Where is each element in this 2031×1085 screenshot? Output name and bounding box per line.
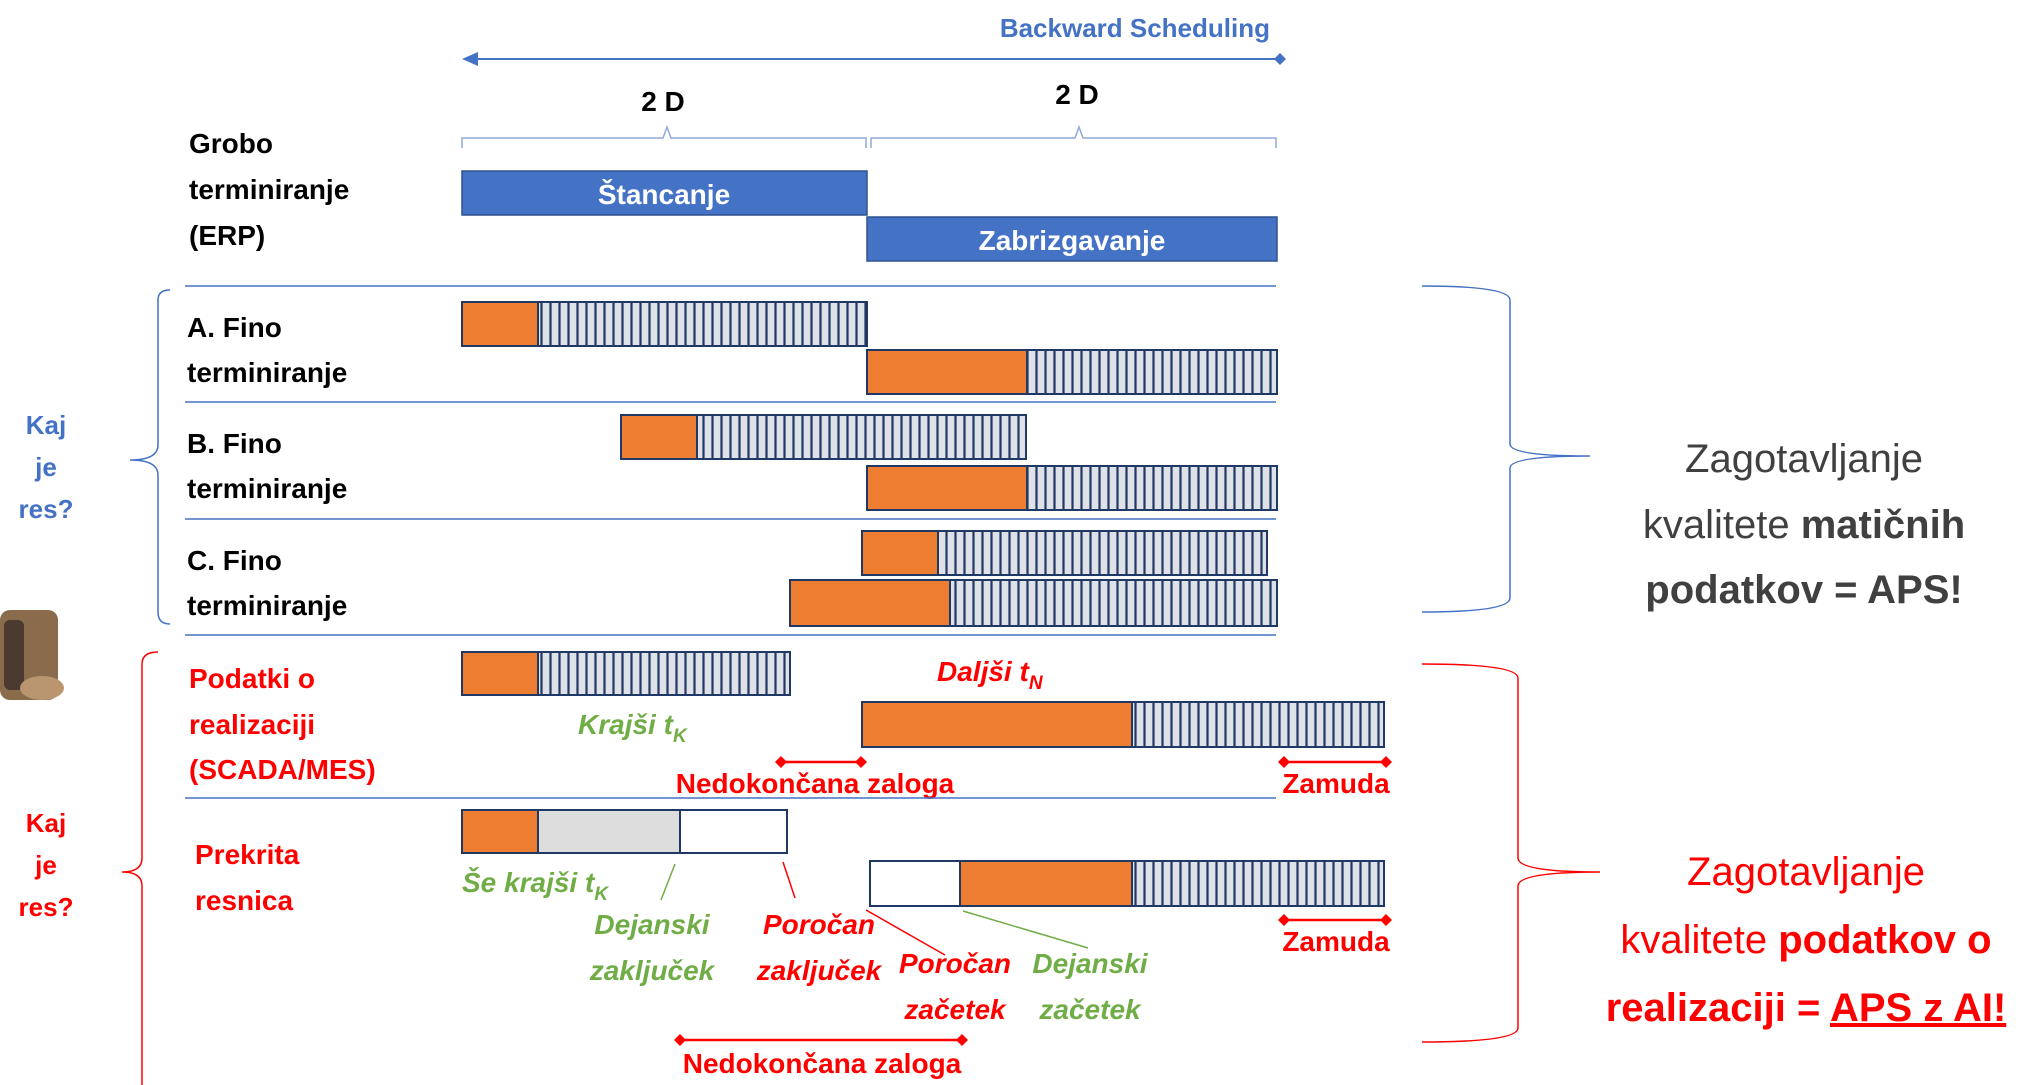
rough-scheduling-label-1: Grobo <box>189 128 273 159</box>
realization-label-1: Podatki o <box>189 663 315 694</box>
actual-finish-label-1: Dejanski <box>594 909 710 940</box>
realization-wip-arrow <box>775 756 867 768</box>
realization-delay-label: Zamuda <box>1282 768 1390 799</box>
lower-question-line-1: Kaj <box>26 808 66 838</box>
fine-a-bar-2 <box>866 349 1278 395</box>
upper-right-brace <box>1421 285 1591 613</box>
hidden-bar-1 <box>461 809 788 854</box>
lower-question-line-2: je <box>34 850 57 880</box>
duration-braces <box>461 124 1277 148</box>
injection-bar <box>866 216 1278 262</box>
realization-wip-label: Nedokončana zaloga <box>676 768 955 799</box>
rough-scheduling-label-2: terminiranje <box>189 174 349 205</box>
actual-start-label-1: Dejanski <box>1032 948 1148 979</box>
duration-right-label: 2 D <box>1055 79 1099 110</box>
upper-question-line-3: res? <box>19 494 74 524</box>
realization-bar-1 <box>461 651 791 696</box>
injection-label: Zabrizgavanje <box>979 225 1166 256</box>
master-data-quality-line-1: Zagotavljanje <box>1685 437 1923 481</box>
upper-left-brace <box>129 289 171 625</box>
actual-start-label-2: začetek <box>1038 994 1142 1025</box>
realization-quality-line-3: realizaciji = APS z AI! <box>1606 986 2007 1030</box>
lower-right-brace <box>1421 663 1601 1043</box>
fine-b-bar-2 <box>866 465 1278 511</box>
upper-question-line-2: je <box>34 452 57 482</box>
backward-scheduling-label: Backward Scheduling <box>1000 13 1270 43</box>
stamping-bar <box>461 170 868 216</box>
fine-c-bar-2 <box>789 579 1278 627</box>
reported-start-label-1: Poročan <box>899 948 1011 979</box>
hidden-bar-2 <box>869 860 1385 907</box>
reported-finish-label-1: Poročan <box>763 909 875 940</box>
fine-c-label-1: C. Fino <box>187 545 282 576</box>
actual-finish-label-2: zaključek <box>589 955 716 986</box>
fine-separators <box>185 285 1276 636</box>
master-data-quality-line-2: kvalitete matičnih <box>1643 503 1965 547</box>
hidden-wip-label: Nedokončana zaloga <box>683 1048 962 1079</box>
realization-bar-2 <box>861 701 1385 748</box>
fine-b-bar-1 <box>620 414 1027 460</box>
hidden-delay-label: Zamuda <box>1282 926 1390 957</box>
shorter-tk-label: Krajši tK <box>578 709 688 747</box>
fine-a-label-2: terminiranje <box>187 357 347 388</box>
longer-tn-label: Daljši tN <box>937 656 1044 694</box>
hidden-delay-arrow <box>1278 914 1392 926</box>
rough-scheduling-label-3: (ERP) <box>189 220 265 251</box>
lower-left-brace <box>121 651 159 1085</box>
stamping-label: Štancanje <box>598 178 730 210</box>
hidden-truth-label-1: Prekrita <box>195 839 300 870</box>
reported-start-label-2: začetek <box>903 994 1007 1025</box>
realization-delay-arrow <box>1278 756 1392 768</box>
realization-quality-line-2: kvalitete podatkov o <box>1620 918 1991 962</box>
lower-question-line-3: res? <box>19 892 74 922</box>
duration-left-label: 2 D <box>641 86 685 117</box>
hidden-wip-arrow <box>674 1034 968 1046</box>
fine-b-label-1: B. Fino <box>187 428 282 459</box>
upper-question-line-1: Kaj <box>26 410 66 440</box>
pointer-lines <box>660 861 1089 956</box>
realization-label-2: realizaciji <box>189 709 315 740</box>
fine-a-bar-1 <box>461 301 868 347</box>
realization-quality-line-1: Zagotavljanje <box>1687 850 1925 894</box>
fine-a-label-1: A. Fino <box>187 312 282 343</box>
fine-c-label-2: terminiranje <box>187 590 347 621</box>
hidden-truth-label-2: resnica <box>195 885 293 916</box>
reported-finish-label-2: zaključek <box>756 955 883 986</box>
hand-photo <box>0 610 64 700</box>
fine-c-bar-1 <box>861 530 1268 576</box>
even-shorter-tk-label: Še krajši tK <box>462 866 609 905</box>
backward-scheduling-arrow <box>462 52 1286 66</box>
master-data-quality-line-3: podatkov = APS! <box>1645 568 1962 612</box>
realization-label-3: (SCADA/MES) <box>189 754 376 785</box>
fine-b-label-2: terminiranje <box>187 473 347 504</box>
